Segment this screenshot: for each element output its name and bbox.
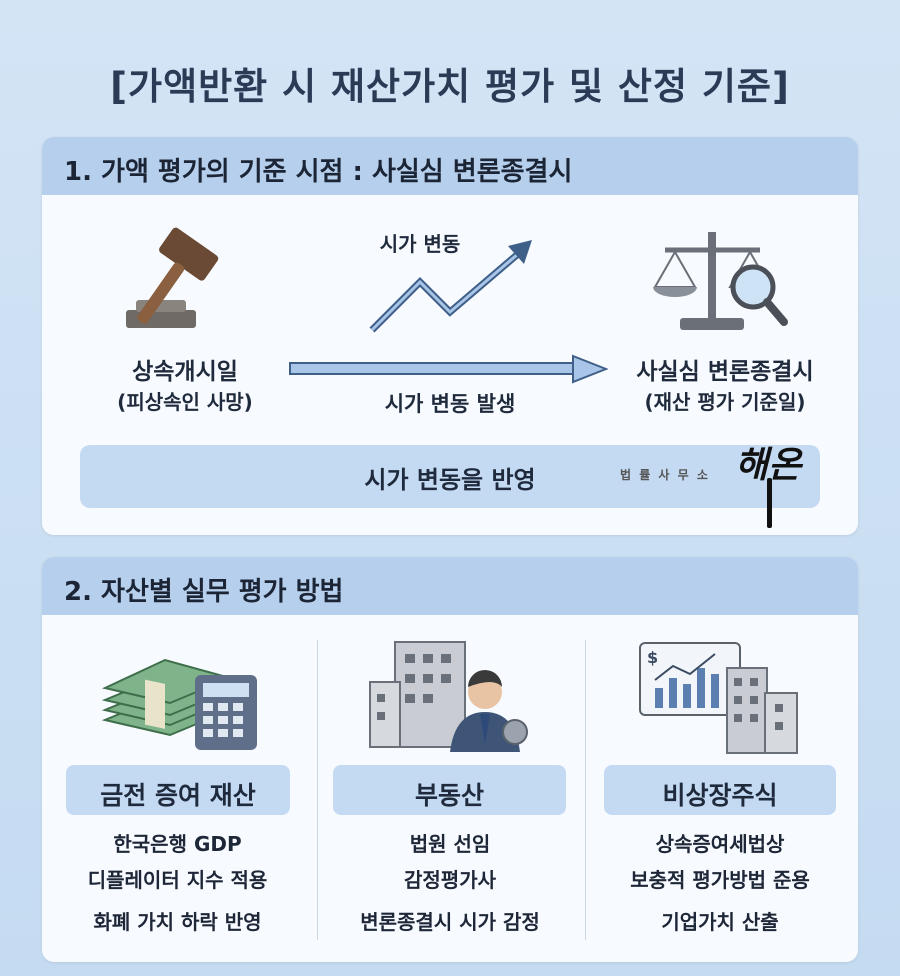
page-title: [가액반환 시 재산가치 평가 및 산정 기준] (110, 65, 790, 108)
money-calculator-icon (101, 658, 257, 750)
end-label: 사실심 변론종결시 (636, 359, 814, 385)
trend-label: 시가 변동 (379, 232, 461, 256)
asset-label-cash: 금전 증여 재산 (66, 765, 290, 815)
method-line: 보충적 평가방법 준용 (630, 868, 810, 892)
asset-label-real-estate: 부동산 (333, 765, 566, 815)
banner-text: 시가 변동을 반영 (364, 466, 536, 494)
column-divider (585, 640, 586, 940)
method-line: 상속증여세법상 (655, 832, 785, 856)
section-2-card: 2. 자산별 실무 평가 방법 (42, 557, 858, 962)
trend-up-icon (369, 240, 532, 333)
section-2-heading: 2. 자산별 실무 평가 방법 (42, 557, 858, 615)
section-1-heading: 1. 가액 평가의 기준 시점 : 사실심 변론종결시 (42, 137, 858, 195)
method-line: 법원 선임 (409, 832, 491, 856)
column-divider (317, 640, 318, 940)
reflect-banner (80, 445, 820, 508)
building-appraiser-icon (369, 641, 528, 752)
logo-brush-stroke (767, 478, 772, 528)
svg-text:$: $ (647, 648, 658, 667)
scale-magnifier-icon (653, 232, 788, 330)
end-sub: (재산 평가 기준일) (644, 390, 806, 414)
arrow-label: 시가 변동 발생 (384, 392, 516, 416)
method-line: 한국은행 GDP (113, 832, 242, 856)
timeline-arrow (289, 354, 608, 384)
asset-label-unlisted-stock: 비상장주식 (604, 765, 836, 815)
start-label: 상속개시일 (132, 359, 238, 385)
method-line: 디플레이터 지수 적용 (87, 868, 268, 892)
method-line: 화폐 가치 하락 반영 (93, 910, 262, 934)
gavel-icon (126, 227, 219, 328)
method-line: 기업가치 산출 (661, 910, 779, 934)
method-line: 감정평가사 (404, 868, 496, 892)
start-sub: (피상속인 사망) (117, 390, 253, 414)
stock-chart-building-icon: $ (639, 642, 798, 754)
method-line: 변론종결시 시가 감정 (360, 910, 540, 934)
logo-small-text: 법 률 사 무 소 (620, 468, 710, 482)
